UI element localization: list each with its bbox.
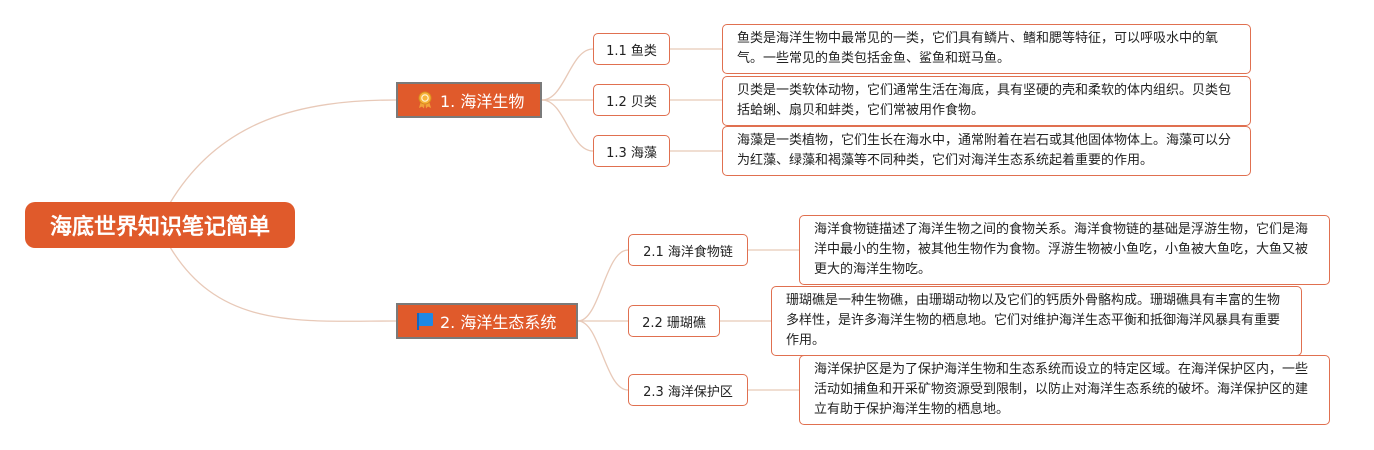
sub-topic-label: 1.1 鱼类 [606,43,657,59]
sub-topic-food-chain[interactable]: 2.1 海洋食物链 [628,234,748,266]
note-text: 海洋保护区是为了保护海洋生物和生态系统而设立的特定区域。在海洋保护区内，一些活动… [814,362,1309,417]
branch-label: 2. 海洋生态系统 [440,313,557,332]
sub-topic-label: 2.3 海洋保护区 [643,384,733,400]
note-food-chain[interactable]: 海洋食物链描述了海洋生物之间的食物关系。海洋食物链的基础是浮游生物，它们是海洋中… [799,215,1330,285]
sub-topic-coral-reef[interactable]: 2.2 珊瑚礁 [628,305,720,337]
link-branch-2-sub-1 [577,249,629,322]
branch-marine-ecosystem[interactable]: 2. 海洋生态系统 [396,303,578,339]
note-text: 海洋食物链描述了海洋生物之间的食物关系。海洋食物链的基础是浮游生物，它们是海洋中… [814,222,1309,277]
note-shellfish[interactable]: 贝类是一类软体动物，它们通常生活在海底，具有坚硬的壳和柔软的体内组织。贝类包括蛤… [722,76,1251,126]
branch-label: 1. 海洋生物 [440,92,525,111]
link-branch-2-sub-3 [577,320,629,391]
note-coral-reef[interactable]: 珊瑚礁是一种生物礁，由珊瑚动物以及它们的钙质外骨骼构成。珊瑚礁具有丰富的生物多样… [771,286,1302,356]
note-seaweed[interactable]: 海藻是一类植物，它们生长在海水中，通常附着在岩石或其他固体物体上。海藻可以分为红… [722,126,1251,176]
flag-icon [416,312,434,330]
sub-topic-label: 2.1 海洋食物链 [643,244,733,260]
sub-topic-label: 2.2 珊瑚礁 [642,315,706,331]
note-text: 鱼类是海洋生物中最常见的一类，它们具有鳞片、鳍和腮等特征，可以呼吸水中的氧气。一… [737,31,1219,66]
ribbon-award-icon [416,91,434,109]
link-root-branch-1 [169,99,397,204]
sub-topic-label: 1.2 贝类 [606,94,657,110]
link-branch-1-sub-3 [541,99,594,152]
root-topic[interactable]: 海底世界知识笔记简单 [25,202,295,248]
sub-topic-fish[interactable]: 1.1 鱼类 [593,33,670,65]
root-title: 海底世界知识笔记简单 [49,215,270,240]
note-text: 贝类是一类软体动物，它们通常生活在海底，具有坚硬的壳和柔软的体内组织。贝类包括蛤… [737,83,1232,118]
branch-marine-life[interactable]: 1. 海洋生物 [396,82,542,118]
link-root-branch-2 [169,246,397,322]
note-marine-reserve[interactable]: 海洋保护区是为了保护海洋生物和生态系统而设立的特定区域。在海洋保护区内，一些活动… [799,355,1330,425]
link-branch-1-sub-1 [541,48,594,101]
sub-topic-label: 1.3 海藻 [606,145,657,161]
note-text: 珊瑚礁是一种生物礁，由珊瑚动物以及它们的钙质外骨骼构成。珊瑚礁具有丰富的生物多样… [786,293,1281,348]
sub-topic-seaweed[interactable]: 1.3 海藻 [593,135,670,167]
note-fish[interactable]: 鱼类是海洋生物中最常见的一类，它们具有鳞片、鳍和腮等特征，可以呼吸水中的氧气。一… [722,24,1251,74]
sub-topic-shellfish[interactable]: 1.2 贝类 [593,84,670,116]
note-text: 海藻是一类植物，它们生长在海水中，通常附着在岩石或其他固体物体上。海藻可以分为红… [737,133,1232,168]
sub-topic-marine-reserve[interactable]: 2.3 海洋保护区 [628,374,748,406]
